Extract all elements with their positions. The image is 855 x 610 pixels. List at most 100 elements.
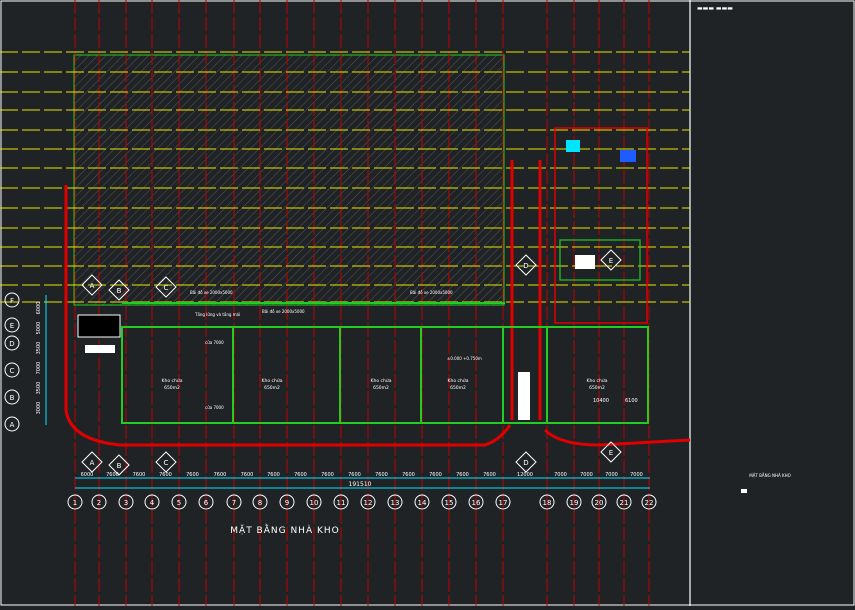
spacing-label: 12000 <box>517 472 533 478</box>
door-label-2: cửa 7000 <box>205 405 224 410</box>
room-label: 650m2 <box>264 385 280 391</box>
room-label: Kho chứa <box>262 377 283 384</box>
column-bubble <box>360 494 376 510</box>
room-label: 650m2 <box>373 385 389 391</box>
column-bubble <box>333 494 349 510</box>
column-bubble-label: 10 <box>310 499 319 507</box>
spacing-label: 7000 <box>580 472 593 478</box>
row-bubble <box>4 317 20 333</box>
left-dim-label: 6000 <box>36 302 42 315</box>
column-bubble <box>67 494 83 510</box>
column-bubble-label: 21 <box>620 499 629 507</box>
row-bubble-label: B <box>10 394 15 402</box>
column-bubble <box>441 494 457 510</box>
section-marker <box>600 441 622 463</box>
column-bubble <box>171 494 187 510</box>
spacing-label: 7600 <box>267 472 280 478</box>
door-label-1: cửa 7000 <box>205 340 224 345</box>
drawing-title: MẶT BẰNG NHÀ KHO <box>230 523 339 536</box>
spacing-label: 7600 <box>106 472 119 478</box>
section-marker <box>108 454 130 476</box>
warehouse-outline <box>121 326 649 424</box>
spacing-label: 7600 <box>133 472 146 478</box>
column-bubble-label: 2 <box>97 499 101 507</box>
section-marker <box>515 254 537 276</box>
room-label: Kho chứa <box>448 377 469 384</box>
row-bubble <box>4 389 20 405</box>
section-marker <box>81 274 103 296</box>
left-dim-label: 5000 <box>36 322 42 335</box>
column-bubble <box>144 494 160 510</box>
column-bubble <box>468 494 484 510</box>
spacing-label: 7600 <box>456 472 469 478</box>
right-dim-2: 6100 <box>625 398 638 404</box>
column-bubble <box>118 494 134 510</box>
left-dim-label: 3000 <box>36 402 42 415</box>
yard-note-2: Bãi đỗ xe 2000x5000 <box>410 290 453 295</box>
yard-note-3: Tầng lửng và tầng mái <box>194 312 240 317</box>
annex-room <box>559 239 641 281</box>
column-bubble <box>591 494 607 510</box>
column-bubble-label: 16 <box>472 499 481 507</box>
office-annex <box>554 127 648 324</box>
column-bubble-label: 9 <box>285 499 289 507</box>
section-marker-label: C <box>164 284 169 292</box>
section-marker-label: C <box>164 459 169 467</box>
column-bubble <box>414 494 430 510</box>
level-note: ±0.000 +0.750m <box>447 356 482 361</box>
row-bubble <box>4 292 20 308</box>
section-marker-label: B <box>117 287 122 295</box>
spacing-label: 6000 <box>81 472 94 478</box>
spacing-label: 7600 <box>429 472 442 478</box>
column-bubble-label: 18 <box>543 499 552 507</box>
column-bubble <box>91 494 107 510</box>
total-dimension: 191510 <box>349 481 372 488</box>
column-bubble-label: 1 <box>73 499 77 507</box>
room-dividers <box>232 327 548 423</box>
column-bubble-label: 12 <box>364 499 373 507</box>
annex-equipment-1 <box>566 140 580 152</box>
column-bubble <box>387 494 403 510</box>
column-bubble-label: 4 <box>150 499 155 507</box>
room-label: Kho chứa <box>371 377 392 384</box>
column-bubble-label: 8 <box>258 499 262 507</box>
column-bubble-label: 3 <box>124 499 128 507</box>
row-bubble-label: E <box>10 322 14 330</box>
section-marker-label: D <box>523 262 528 270</box>
column-bubble-label: 5 <box>177 499 181 507</box>
spacing-label: 7600 <box>402 472 415 478</box>
column-bubble-label: 20 <box>595 499 604 507</box>
row-bubble-label: C <box>10 367 15 375</box>
column-bubble <box>198 494 214 510</box>
row-bubble-label: F <box>10 297 14 305</box>
section-marker <box>108 279 130 301</box>
room-label: Kho chứa <box>587 377 608 384</box>
row-bubble <box>4 362 20 378</box>
section-marker <box>81 451 103 473</box>
yard-note-4: Bãi đỗ xe 2000x5000 <box>262 309 305 314</box>
section-marker <box>155 276 177 298</box>
spacing-label: 7600 <box>159 472 172 478</box>
section-marker <box>515 451 537 473</box>
column-bubble-label: 19 <box>570 499 579 507</box>
annex-equipment-2 <box>620 150 636 162</box>
spacing-label: 7600 <box>375 472 388 478</box>
title-block-note: MẶT BẰNG NHÀ KHO <box>749 473 791 478</box>
column-bubble <box>566 494 582 510</box>
section-marker-label: A <box>90 282 95 290</box>
column-bubble <box>306 494 322 510</box>
column-bubble-label: 22 <box>645 499 654 507</box>
right-dim-1: 10400 <box>593 398 609 404</box>
yellow-gridlines <box>0 51 690 303</box>
section-marker <box>600 249 622 271</box>
left-dim-label: 3500 <box>36 382 42 395</box>
gate <box>85 345 115 353</box>
title-block-mark <box>741 489 747 493</box>
